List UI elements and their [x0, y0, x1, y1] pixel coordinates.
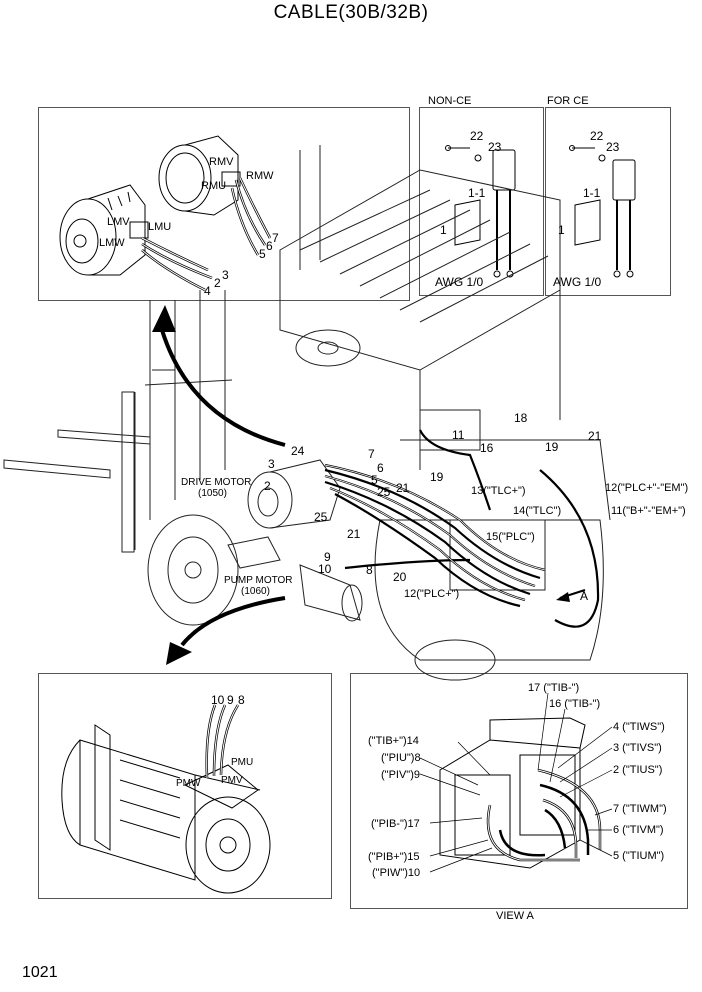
view-a-cables: [486, 768, 602, 862]
callout-19-right: 19: [545, 440, 559, 454]
non-ce-callout-1-1: 1-1: [468, 186, 486, 200]
for-ce-callout-1-1: 1-1: [583, 186, 601, 200]
label-lmu: LMU: [148, 221, 171, 233]
pump-motor-code: (1060): [241, 586, 270, 597]
callout-tlc: 14("TLC"): [513, 505, 561, 517]
view-a-piu: ("PIU")8: [381, 752, 421, 764]
pump-callout-9: 9: [227, 693, 234, 707]
non-ce-label: NON-CE: [428, 95, 471, 107]
callout-20: 20: [393, 570, 407, 584]
callout-plc-plus-em: 12("PLC+"-"EM"): [605, 482, 688, 494]
page-number: 1021: [22, 964, 58, 981]
callout-11: 11: [452, 428, 465, 442]
callout-2: 2: [264, 479, 271, 493]
arrow-to-pump-motor-detail: [166, 596, 286, 665]
callout-6: 6: [377, 461, 384, 475]
callout-7-detail: 7: [272, 231, 279, 245]
view-a-tib-plus: ("TIB+")14: [368, 735, 419, 747]
for-ce-connector: [569, 145, 636, 278]
pump-motor-detail-panel: [38, 673, 332, 899]
non-ce-connector: [445, 145, 516, 278]
drive-motor-wires: [141, 177, 272, 292]
callout-5: 5: [371, 473, 378, 487]
non-ce-panel: [419, 107, 544, 296]
view-a-tiws: 4 ("TIWS"): [613, 721, 665, 733]
non-ce-callout-23: 23: [488, 140, 502, 154]
view-a-piv: ("PIV")9: [381, 769, 420, 781]
callout-8: 8: [366, 563, 373, 577]
callout-24: 24: [291, 444, 305, 458]
pump-motor-illustration: [61, 724, 271, 894]
view-a-tivm: 6 ("TIVM"): [613, 824, 664, 836]
callout-tlc-plus: 13("TLC+"): [471, 485, 526, 497]
for-ce-callout-1: 1: [558, 223, 565, 237]
view-a-piw: ("PIW")10: [372, 867, 420, 879]
callout-b-plus-em: 11("B+"-"EM+"): [611, 505, 686, 517]
view-a-arrow: [556, 589, 586, 602]
for-ce-awg: AWG 1/0: [553, 275, 602, 289]
callout-7: 7: [368, 447, 375, 461]
view-a-leader-lines: [419, 692, 613, 873]
callout-plc: 15("PLC"): [486, 531, 535, 543]
label-pmw: PMW: [176, 778, 201, 789]
callout-21-low: 21: [347, 527, 361, 541]
arrow-to-drive-motor-detail: [152, 305, 286, 447]
callout-3-detail: 3: [222, 268, 229, 282]
callout-3: 3: [268, 457, 275, 471]
callout-2-detail: 2: [214, 276, 221, 290]
for-ce-label: FOR CE: [547, 95, 589, 107]
callout-10: 10: [318, 562, 332, 576]
non-ce-callout-1: 1: [440, 223, 447, 237]
view-a-pib-plus: ("PIB+")15: [368, 851, 420, 863]
label-rmw: RMW: [246, 170, 274, 182]
pump-callout-8: 8: [238, 693, 245, 707]
view-a-tius: 2 ("TIUS"): [613, 764, 662, 776]
non-ce-callout-22: 22: [470, 129, 484, 143]
view-a-tivs: 3 ("TIVS"): [613, 742, 662, 754]
for-ce-callout-22: 22: [590, 129, 604, 143]
drive-motor-code: (1050): [198, 488, 227, 499]
view-a-16-tib: 16 ("TIB-"): [549, 698, 600, 710]
pump-motor-label: PUMP MOTOR: [224, 575, 293, 586]
for-ce-callout-23: 23: [606, 140, 620, 154]
view-a-panel: [350, 673, 688, 909]
callout-18: 18: [514, 411, 528, 425]
second-motor-illustration: [158, 135, 241, 216]
callout-21-mid: 21: [396, 481, 410, 495]
view-a-pib-minus: ("PIB-")17: [371, 818, 420, 830]
callout-25-left: 25: [314, 510, 328, 524]
drive-motor-detail-panel: [38, 107, 410, 301]
drive-motor-illustration: [59, 184, 149, 276]
page-title: CABLE(30B/32B): [273, 2, 429, 23]
callout-21-right: 21: [588, 429, 602, 443]
callout-5-detail: 5: [259, 247, 266, 261]
callout-plc-plus: 12("PLC+"): [404, 588, 459, 600]
label-pmv: PMV: [221, 775, 243, 786]
view-a-17-tib: 17 ("TIB-"): [528, 682, 579, 694]
pump-callout-10: 10: [211, 693, 225, 707]
label-lmv: LMV: [107, 216, 130, 228]
label-rmv: RMV: [209, 156, 234, 168]
cable-harness: [324, 429, 600, 628]
callout-9: 9: [324, 550, 331, 564]
non-ce-awg: AWG 1/0: [435, 275, 484, 289]
label-rmu: RMU: [201, 180, 226, 192]
label-pmu: PMU: [231, 757, 253, 768]
callout-25: 25: [377, 485, 391, 499]
drive-motor-label: DRIVE MOTOR: [181, 477, 251, 488]
view-a-caption: VIEW A: [496, 910, 534, 922]
for-ce-panel: [545, 107, 671, 296]
callout-16: 16: [480, 441, 494, 455]
callout-19-left: 19: [430, 470, 444, 484]
view-a-tiwm: 7 ("TIWM"): [613, 803, 667, 815]
view-a-marker: A: [580, 589, 588, 603]
view-a-tium: 5 ("TIUM"): [613, 850, 664, 862]
label-lmw: LMW: [99, 237, 125, 249]
callout-6-detail: 6: [266, 239, 273, 253]
callout-4-detail: 4: [204, 284, 211, 298]
